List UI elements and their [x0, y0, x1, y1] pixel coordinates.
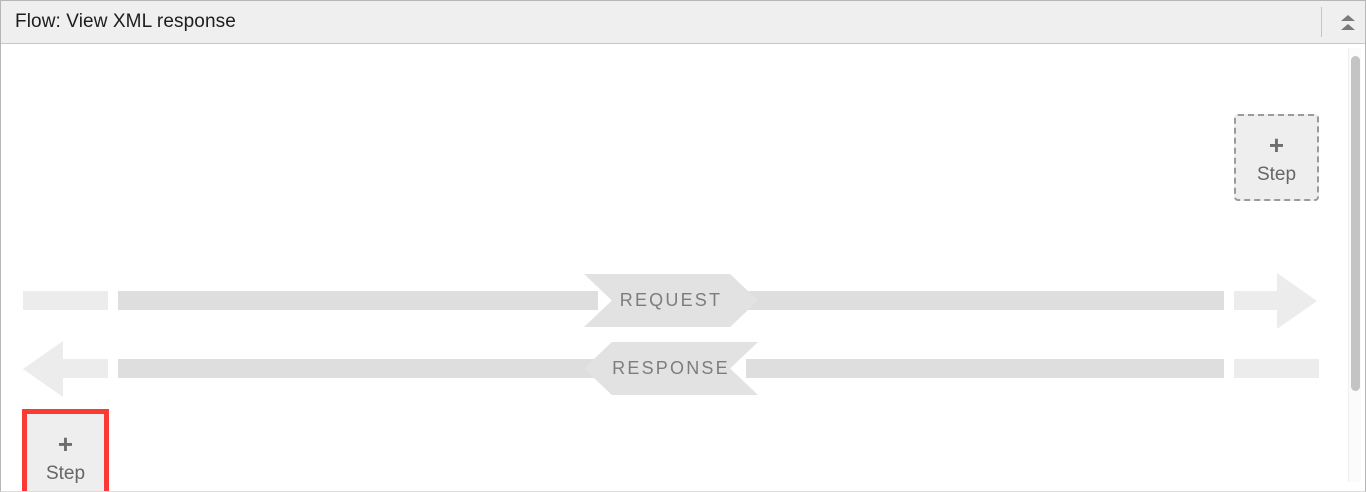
request-stub-left	[23, 291, 108, 310]
response-arrowhead-left-icon	[23, 341, 63, 397]
chevron-up-icon-top	[1341, 14, 1355, 21]
response-stub-left	[62, 359, 108, 378]
collapse-panel-button[interactable]	[1331, 1, 1365, 43]
request-stub-right	[1234, 291, 1284, 310]
flow-canvas: + Step REQUEST RESPONSE +	[1, 44, 1365, 491]
response-banner: RESPONSE	[584, 342, 758, 395]
add-step-button-top-right[interactable]: + Step	[1234, 114, 1319, 201]
request-arrowhead-right-icon	[1277, 273, 1317, 329]
request-bar-left	[118, 291, 598, 310]
response-stub-right	[1234, 359, 1319, 378]
header-actions	[1321, 1, 1365, 43]
response-bar-right	[746, 359, 1224, 378]
add-step-label: Step	[1256, 163, 1297, 185]
double-chevron-up-icon	[1341, 14, 1355, 30]
plus-icon: +	[1268, 129, 1285, 160]
chevron-up-icon-bottom	[1341, 23, 1355, 30]
response-bar-left	[118, 359, 598, 378]
header-divider	[1321, 7, 1322, 37]
page-title: Flow: View XML response	[15, 11, 236, 32]
flow-panel-header: Flow: View XML response	[1, 1, 1365, 44]
add-step-label: Step	[45, 462, 86, 484]
add-step-button-bottom-left[interactable]: + Step	[22, 409, 109, 491]
vertical-scrollbar[interactable]	[1348, 48, 1361, 482]
flow-row-response: RESPONSE	[1, 317, 1365, 397]
request-bar-right	[746, 291, 1224, 310]
request-banner-label: REQUEST	[619, 290, 723, 310]
flow-row-request: REQUEST	[1, 249, 1365, 329]
request-banner: REQUEST	[584, 274, 758, 327]
plus-icon: +	[57, 428, 74, 459]
vertical-scrollbar-thumb[interactable]	[1351, 56, 1360, 391]
response-banner-label: RESPONSE	[612, 358, 730, 378]
